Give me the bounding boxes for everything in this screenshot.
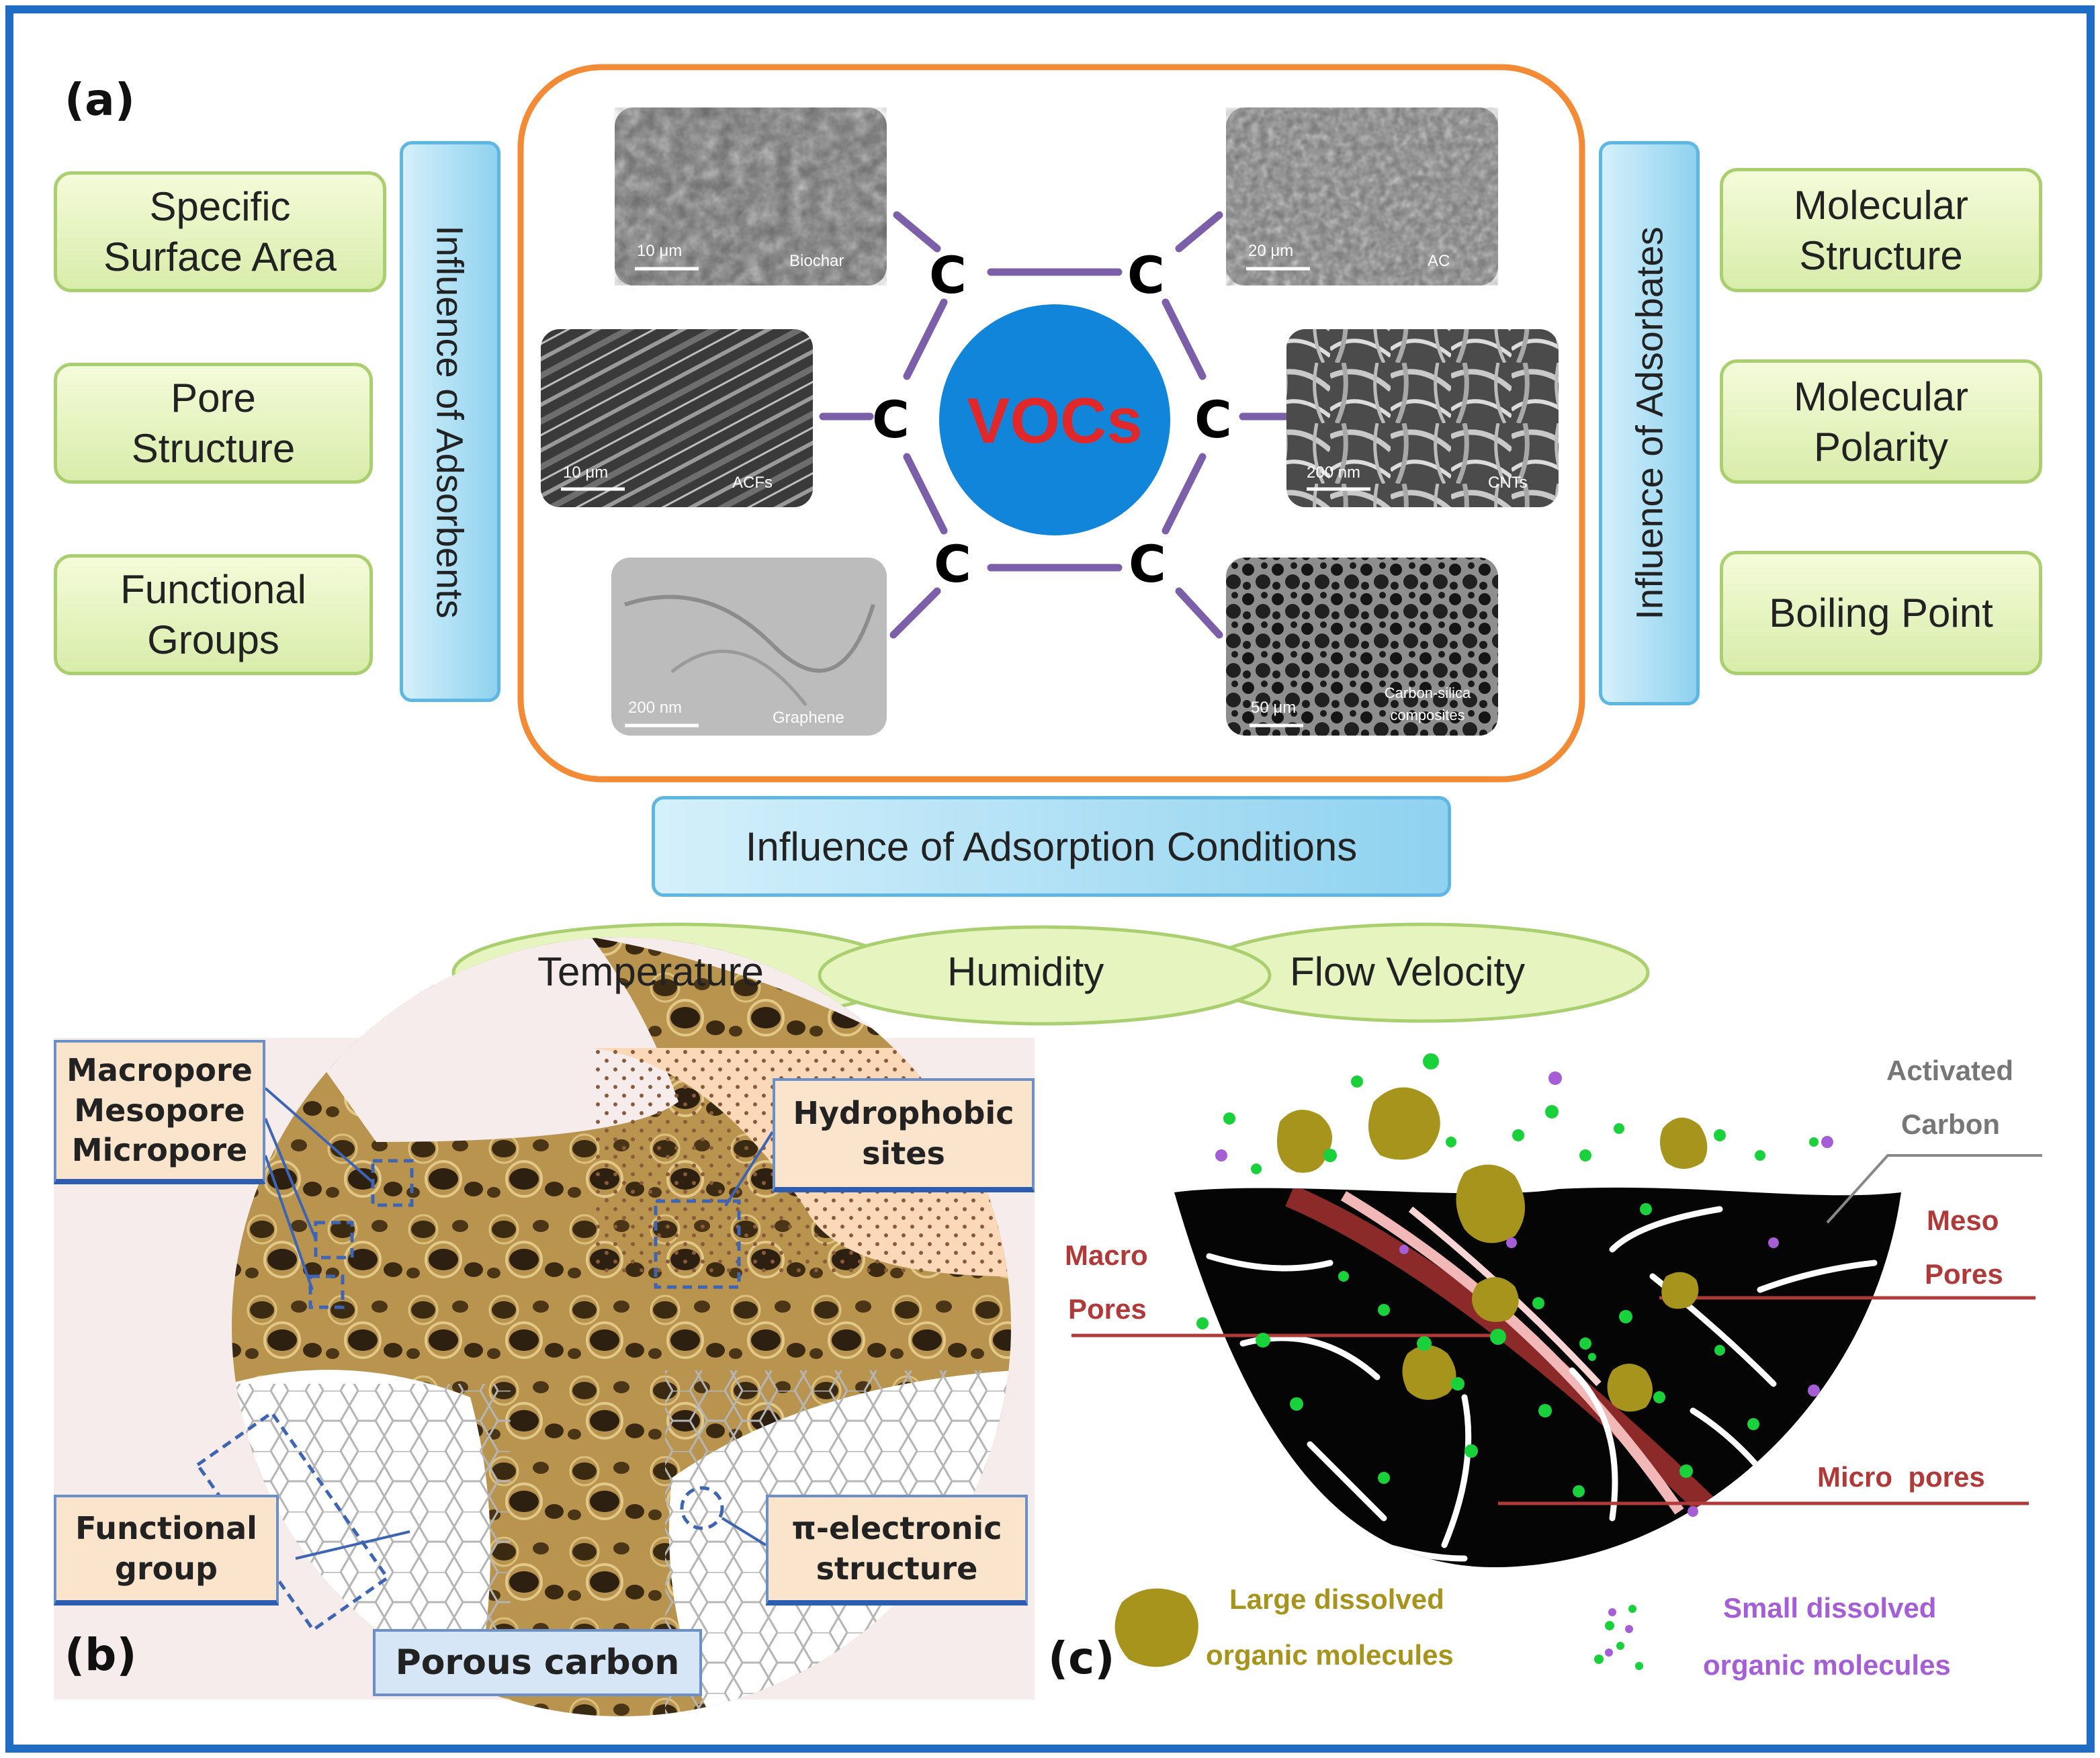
micrograph-biochar-name: Biochar: [789, 252, 844, 270]
adsorbates-bar: Influence of Adsorbates: [1599, 141, 1700, 705]
micrograph-ac-name: AC: [1428, 252, 1450, 270]
carbon-label: Carbon: [1901, 1108, 2000, 1140]
factor-specific-surface-area: Specific Surface Area: [54, 171, 386, 292]
factor-molecular-polarity: Molecular Polarity: [1720, 359, 2042, 484]
condition-humidity: Humidity: [947, 949, 1104, 994]
micrograph-carbon-silica-scale: 50 μm: [1251, 699, 1297, 717]
meso-label: Meso: [1927, 1204, 1999, 1236]
micrograph-cnts-scale: 200 nm: [1307, 464, 1361, 482]
activated-label: Activated: [1886, 1055, 2014, 1086]
factor-molecular-structure: Molecular Structure: [1720, 168, 2042, 292]
atom-c-right: C: [1194, 390, 1232, 449]
micrograph-acfs-scale: 10 μm: [563, 464, 609, 482]
atom-c-bottom-left: C: [934, 534, 971, 594]
adsorbates-title: Influence of Adsorbates: [1628, 226, 1671, 620]
small-molecules-label-2: organic molecules: [1703, 1649, 1951, 1681]
panel-c-label: (c): [1048, 1632, 1115, 1684]
atom-c-top-right: C: [1127, 245, 1165, 305]
micro-pores-label: Micro pores: [1817, 1461, 1985, 1493]
conditions-title: Influence of Adsorption Conditions: [745, 824, 1358, 869]
micrograph-graphene-scale: 200 nm: [628, 699, 683, 717]
factor-pore-structure: Pore Structure: [54, 363, 373, 484]
micrograph-acfs-name: ACFs: [732, 474, 773, 492]
macro-pores-label: Pores: [1068, 1293, 1147, 1325]
small-molecules-label-1: Small dissolved: [1723, 1592, 1937, 1624]
micrograph-cnts-name: CNTs: [1488, 474, 1528, 492]
large-molecules-label-1: Large dissolved: [1229, 1583, 1444, 1615]
micrograph-graphene-name: Graphene: [773, 709, 844, 727]
macro-label: Macro: [1065, 1239, 1148, 1271]
factor-boiling-point: Boiling Point: [1720, 551, 2042, 675]
micrograph-ac-scale: 20 μm: [1248, 242, 1294, 260]
atom-c-top-left: C: [929, 245, 967, 305]
micrograph-carbon-silica-name: Carbon-silica composites: [1384, 685, 1471, 723]
conditions-bar: Influence of Adsorption Conditions: [652, 796, 1451, 897]
large-molecules-label-2: organic molecules: [1206, 1639, 1454, 1671]
vocs-label: VOCs: [967, 385, 1143, 457]
adsorbents-title: Influence of Adsorbents: [429, 224, 472, 619]
meso-pores-label: Pores: [1925, 1258, 2003, 1290]
panel-b-label: (b): [64, 1629, 137, 1681]
factor-functional-groups: Functional Groups: [54, 554, 373, 675]
pores-callout: Macropore Mesopore Micropore: [54, 1040, 265, 1184]
pi-electronic-callout: π-electronic structure: [766, 1495, 1028, 1606]
panel-a-label: (a): [64, 74, 135, 126]
hydrophobic-callout: Hydrophobic sites: [773, 1078, 1035, 1192]
porous-carbon-title: Porous carbon: [373, 1629, 702, 1696]
micrograph-biochar-scale: 10 μm: [637, 242, 683, 260]
atom-c-left: C: [872, 390, 910, 449]
atom-c-bottom-right: C: [1129, 534, 1166, 594]
adsorbents-bar: Influence of Adsorbents: [400, 141, 500, 702]
functional-group-callout: Functional group: [54, 1495, 279, 1606]
condition-flow-velocity: Flow Velocity: [1290, 949, 1526, 994]
condition-temperature: Temperature: [537, 949, 764, 994]
